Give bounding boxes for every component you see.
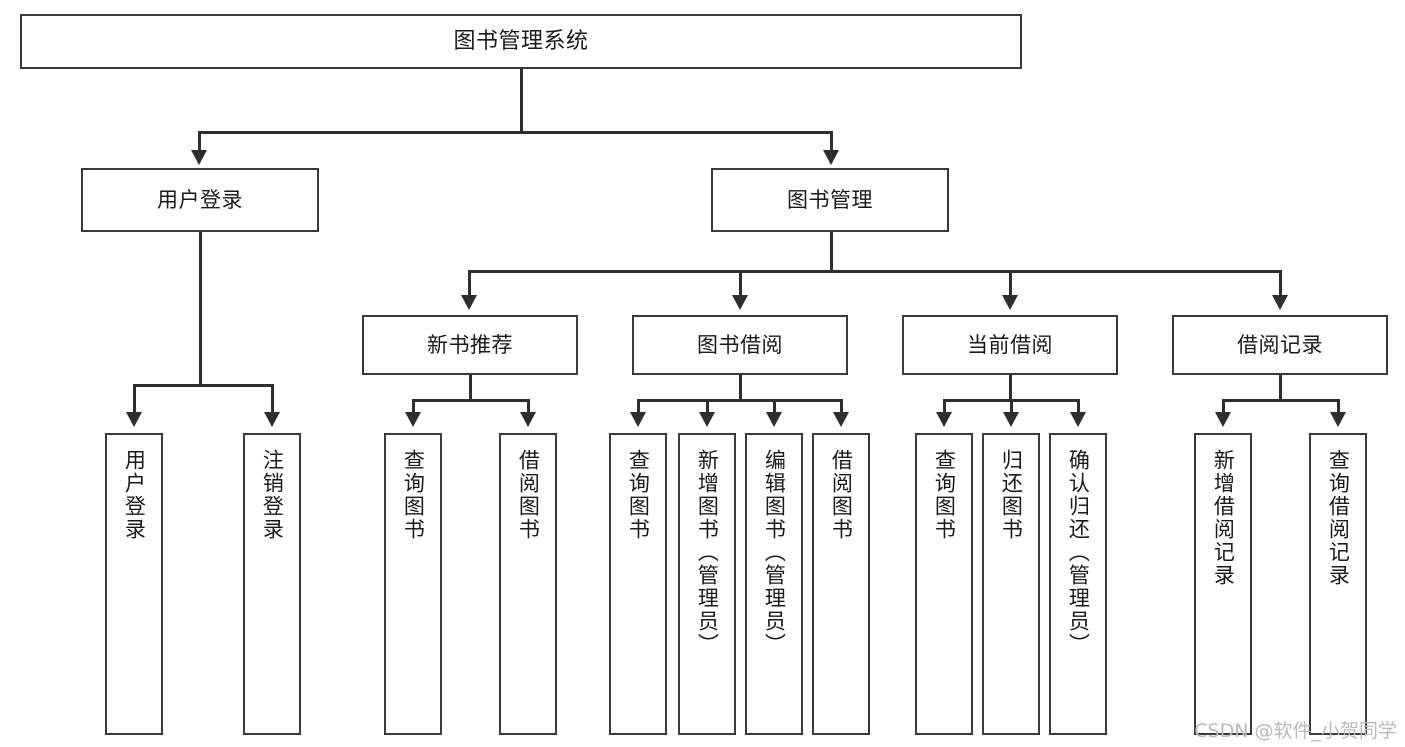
node-label: 借阅图书	[516, 449, 541, 541]
connector-drop-leaf	[840, 399, 843, 415]
node-label: 新增图书（管理员）	[695, 449, 720, 656]
leaf-return-book[interactable]: 归还图书	[982, 433, 1040, 735]
node-label: 借阅记录	[1237, 332, 1323, 357]
node-label: 编辑图书（管理员）	[762, 449, 787, 656]
arrowhead-icon	[520, 412, 536, 427]
node-current-borrow[interactable]: 当前借阅	[902, 315, 1118, 375]
node-label: 确认归还（管理员）	[1066, 449, 1091, 656]
connector-drop-leaf	[706, 399, 709, 415]
leaf-logout[interactable]: 注销登录	[243, 433, 301, 735]
connector-borrow-record-bus	[1222, 399, 1340, 402]
connector-drop-leaf	[1337, 399, 1340, 415]
connector-drop-leaf	[1222, 399, 1225, 415]
connector-drop-leaf	[412, 399, 415, 415]
connector-user-login-bus	[133, 384, 271, 387]
node-label: 注销登录	[260, 449, 285, 541]
arrowhead-icon	[936, 412, 952, 427]
connector-drop-current-borrow	[1009, 270, 1012, 298]
node-label: 用户登录	[122, 449, 147, 541]
node-label: 查询图书	[932, 449, 957, 541]
connector-book-borrow-stem	[739, 375, 742, 399]
leaf-add-borrow-record[interactable]: 新增借阅记录	[1194, 433, 1252, 735]
connector-level3-bus	[468, 270, 1280, 273]
arrowhead-icon	[732, 295, 748, 310]
arrowhead-icon	[1003, 412, 1019, 427]
connector-book-mgmt-stem	[830, 232, 833, 270]
node-label: 当前借阅	[967, 332, 1053, 357]
node-label: 图书管理系统	[453, 28, 589, 54]
connector-drop-book-borrow	[739, 270, 742, 298]
arrowhead-icon	[833, 412, 849, 427]
leaf-query-book-borrow[interactable]: 查询图书	[609, 433, 667, 735]
arrowhead-icon	[191, 150, 207, 165]
leaf-query-book-current[interactable]: 查询图书	[915, 433, 973, 735]
connector-drop-user-login	[198, 131, 201, 153]
arrowhead-icon	[699, 412, 715, 427]
node-label: 查询借阅记录	[1326, 449, 1351, 587]
arrowhead-icon	[264, 412, 280, 427]
leaf-add-book-admin[interactable]: 新增图书（管理员）	[678, 433, 736, 735]
node-book-borrow[interactable]: 图书借阅	[632, 315, 848, 375]
connector-new-book-stem	[469, 375, 472, 399]
leaf-borrow-book-newbook[interactable]: 借阅图书	[499, 433, 557, 735]
connector-drop-new-book	[468, 270, 471, 298]
connector-drop-leaf	[943, 399, 946, 415]
connector-user-login-stem	[199, 232, 202, 384]
node-label: 图书借阅	[697, 332, 783, 357]
connector-root-bus	[198, 131, 832, 134]
node-root-system[interactable]: 图书管理系统	[20, 14, 1022, 69]
arrowhead-icon	[630, 412, 646, 427]
connector-drop-leaf	[1077, 399, 1080, 415]
node-label: 借阅图书	[829, 449, 854, 541]
node-label: 用户登录	[157, 187, 243, 212]
connector-drop-leaf	[1010, 399, 1013, 415]
node-book-management[interactable]: 图书管理	[711, 168, 949, 232]
leaf-query-book-newbook[interactable]: 查询图书	[384, 433, 442, 735]
connector-borrow-record-stem	[1279, 375, 1282, 399]
leaf-borrow-book[interactable]: 借阅图书	[812, 433, 870, 735]
node-label: 查询图书	[401, 449, 426, 541]
node-label: 新书推荐	[427, 332, 513, 357]
arrowhead-icon	[1002, 295, 1018, 310]
arrowhead-icon	[1272, 295, 1288, 310]
node-borrow-record[interactable]: 借阅记录	[1172, 315, 1388, 375]
leaf-query-borrow-record[interactable]: 查询借阅记录	[1309, 433, 1367, 735]
leaf-user-login[interactable]: 用户登录	[105, 433, 163, 735]
arrowhead-icon	[1330, 412, 1346, 427]
connector-book-borrow-bus	[637, 399, 843, 402]
connector-root-stem	[520, 69, 523, 131]
arrowhead-icon	[1070, 412, 1086, 427]
arrowhead-icon	[766, 412, 782, 427]
node-label: 查询图书	[626, 449, 651, 541]
arrowhead-icon	[461, 295, 477, 310]
connector-drop-leaf	[773, 399, 776, 415]
connector-drop-book-mgmt	[830, 131, 833, 153]
connector-drop-borrow-record	[1279, 270, 1282, 298]
connector-drop-leaf	[637, 399, 640, 415]
arrowhead-icon	[405, 412, 421, 427]
connector-drop-leaf	[527, 399, 530, 415]
connector-new-book-bus	[412, 399, 530, 402]
node-new-book-recommend[interactable]: 新书推荐	[362, 315, 578, 375]
leaf-confirm-return-admin[interactable]: 确认归还（管理员）	[1049, 433, 1107, 735]
arrowhead-icon	[1215, 412, 1231, 427]
node-label: 归还图书	[999, 449, 1024, 541]
arrowhead-icon	[126, 412, 142, 427]
connector-drop-leaf	[271, 384, 274, 415]
arrowhead-icon	[823, 150, 839, 165]
node-user-login[interactable]: 用户登录	[81, 168, 319, 232]
connector-drop-leaf	[133, 384, 136, 415]
node-label: 新增借阅记录	[1211, 449, 1236, 587]
node-label: 图书管理	[787, 187, 873, 212]
leaf-edit-book-admin[interactable]: 编辑图书（管理员）	[745, 433, 803, 735]
connector-current-borrow-stem	[1009, 375, 1012, 399]
